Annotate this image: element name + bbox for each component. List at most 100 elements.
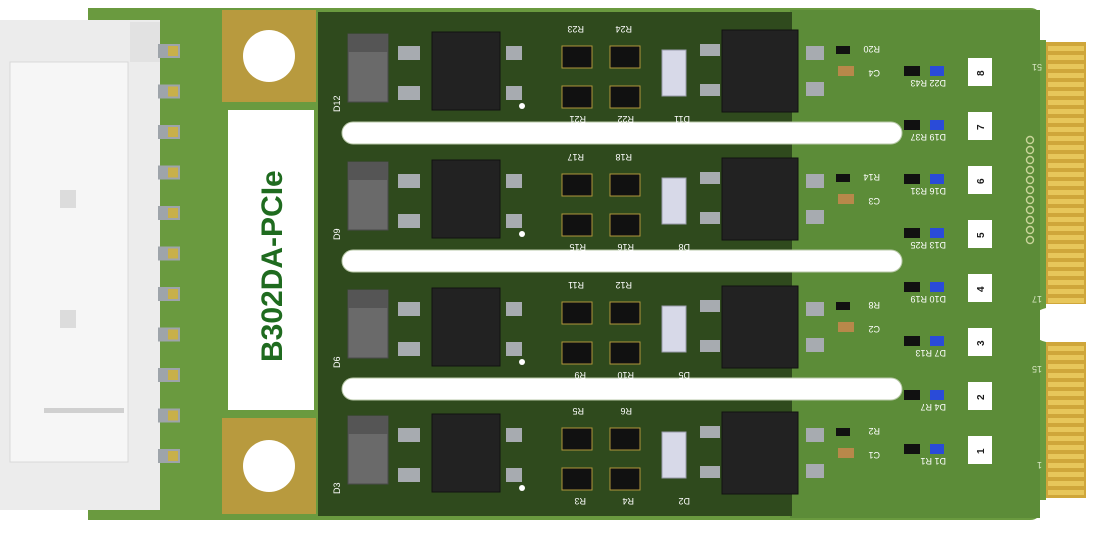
- edge-finger: [1048, 136, 1084, 141]
- led: [930, 444, 944, 454]
- led: [930, 228, 944, 238]
- led: [930, 336, 944, 346]
- connector-pins: [158, 44, 180, 463]
- silk-label: R2: [868, 426, 880, 436]
- pad: [506, 46, 522, 60]
- silk-label: D1 R1: [920, 456, 946, 466]
- power-diode-band: [348, 162, 388, 180]
- silk-label: D13 R25: [910, 240, 946, 250]
- pad: [398, 174, 420, 188]
- pin1-dot: [519, 359, 525, 365]
- led: [930, 174, 944, 184]
- resistor-small: [836, 174, 850, 182]
- via: [1025, 135, 1035, 145]
- silk-label: D12: [332, 95, 342, 112]
- pad: [398, 302, 420, 316]
- silk-label: D11: [674, 114, 690, 124]
- connector-pin-pad: [168, 289, 178, 299]
- edge-finger: [1048, 73, 1084, 78]
- pin1-dot: [519, 103, 525, 109]
- edge-finger: [1048, 298, 1084, 303]
- channel-number: 1: [976, 448, 987, 454]
- resistor: [609, 467, 641, 491]
- connector-pin-pad: [168, 208, 178, 218]
- silk-label: D6: [332, 356, 342, 368]
- led-resistor: [904, 228, 920, 238]
- edge-finger: [1048, 244, 1084, 249]
- silk-label: R17: [567, 152, 584, 162]
- regulator-chip: [721, 29, 799, 113]
- silk-label: R18: [615, 152, 632, 162]
- capacitor: [838, 194, 854, 204]
- connector-pin-pad: [168, 451, 178, 461]
- connector-pin-pad: [168, 329, 178, 340]
- resistor: [609, 427, 641, 451]
- resistor: [561, 301, 593, 325]
- silk-label: R24: [615, 24, 632, 34]
- edge-finger: [1048, 355, 1084, 360]
- silk-label: D19 R37: [910, 132, 946, 142]
- resistor: [609, 45, 641, 69]
- led-resistor: [904, 174, 920, 184]
- edge-finger: [1048, 472, 1084, 477]
- edge-finger: [1048, 271, 1084, 276]
- led: [930, 66, 944, 76]
- edge-finger: [1048, 163, 1084, 168]
- silk-label: R23: [567, 24, 584, 34]
- edge-finger: [1048, 199, 1084, 204]
- edge-finger: [1048, 346, 1084, 351]
- edge-finger: [1048, 409, 1084, 414]
- edge-finger: [1048, 190, 1084, 195]
- edge-finger: [1048, 181, 1084, 186]
- via: [1025, 145, 1035, 155]
- resistor: [561, 467, 593, 491]
- edge-finger: [1048, 382, 1084, 387]
- via: [1025, 155, 1035, 165]
- silk-label: R22: [617, 114, 634, 124]
- resistor-small: [836, 46, 850, 54]
- side-connector: [0, 20, 160, 510]
- pad: [700, 340, 720, 352]
- connector-pin-pad: [168, 248, 178, 259]
- pin1-dot: [519, 231, 525, 237]
- led-resistor: [904, 444, 920, 454]
- edge-finger: [1048, 91, 1084, 96]
- via: [1025, 215, 1035, 225]
- pad: [806, 46, 824, 60]
- pad: [700, 44, 720, 56]
- pcb-slot-2: [341, 249, 903, 273]
- pad: [806, 302, 824, 316]
- edge-finger: [1048, 145, 1084, 150]
- edge-finger: [1048, 445, 1084, 450]
- channel-number: 3: [976, 340, 987, 346]
- led-resistor: [904, 66, 920, 76]
- resistor: [609, 85, 641, 109]
- silk-label: C4: [868, 68, 880, 78]
- silk-label: D7 R13: [915, 348, 946, 358]
- edge-finger: [1048, 127, 1084, 132]
- edge-finger: [1048, 235, 1084, 240]
- led-resistor: [904, 282, 920, 292]
- connector-pin-pad: [168, 410, 178, 421]
- edge-finger: [1048, 226, 1084, 231]
- pad: [700, 84, 720, 96]
- led-resistor: [904, 120, 920, 130]
- via: [1025, 175, 1035, 185]
- silk-label: R14: [863, 172, 880, 182]
- connector-pin-pad: [168, 127, 178, 137]
- power-diode-band: [348, 416, 388, 434]
- regulator-chip: [721, 285, 799, 369]
- edge-pin-label: 17: [1032, 294, 1042, 304]
- edge-finger: [1048, 217, 1084, 222]
- channel-number-tag: [968, 328, 992, 356]
- regulator-chip: [721, 411, 799, 495]
- channel-number-tag: [968, 58, 992, 86]
- via: [1025, 235, 1035, 245]
- led: [930, 120, 944, 130]
- pad: [700, 466, 720, 478]
- edge-finger: [1048, 364, 1084, 369]
